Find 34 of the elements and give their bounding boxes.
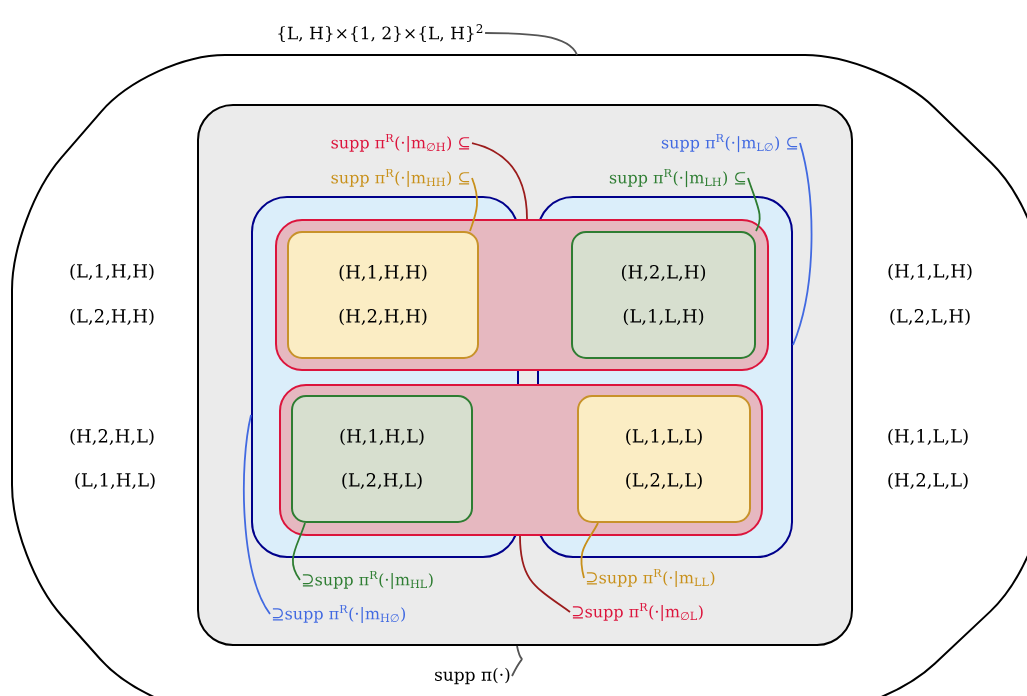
tuple-label: (H,2,H,H) [339,308,427,326]
support-label: ⊇supp π$^{R}$(·|m$_{H∅}$) [272,604,406,624]
tuple-label: (H,1,H,H) [339,264,427,282]
tuple-label: (L,1,H,L) [75,472,155,490]
leader-line [291,522,306,581]
tuple-label: (L,1,L,L) [626,428,702,446]
support-label: supp π$^{R}$(·|m$_{∅H}$) ⊆ [331,133,470,153]
leader-line [792,142,813,346]
tuple-label: (H,2,L,H) [621,264,706,282]
leader-line [747,177,761,232]
tuple-label: (H,1,L,L) [888,428,968,446]
tuple-label: (L,2,L,L) [626,472,702,490]
support-label: supp π$^{R}$(·|m$_{L∅}$) ⊆ [661,133,798,153]
leader-line [243,414,271,615]
set-label: {L, H}×{1, 2}×{L, H}$^{2}$ [278,24,483,42]
leader-line [511,645,523,677]
tuple-label: (H,1,H,L) [340,428,424,446]
support-label: ⊇supp π$^{R}$(·|m$_{∅L}$) [572,602,703,622]
tuple-label: (H,2,L,L) [888,472,968,490]
leader-line [519,535,571,613]
tuple-label: (L,1,L,H) [623,308,704,326]
tuple-label: (L,1,H,H) [70,263,154,281]
tuple-label: (H,2,H,L) [70,428,154,446]
leader-line [471,142,528,220]
leader-line [484,32,578,56]
tuple-label: (L,2,H,H) [70,308,154,326]
support-label: supp π(·) [435,667,510,685]
tuple-label: (L,2,L,H) [890,308,970,326]
support-label: ⊇supp π$^{R}$(·|m$_{LL}$) [586,568,715,588]
tuple-label: (L,2,H,L) [342,472,422,490]
support-label: ⊇supp π$^{R}$(·|m$_{HL}$) [302,570,433,590]
support-label: supp π$^{R}$(·|m$_{HH}$) ⊆ [331,168,470,188]
support-label: supp π$^{R}$(·|m$_{LH}$) ⊆ [609,168,746,188]
tuple-label: (H,1,L,H) [888,263,972,281]
